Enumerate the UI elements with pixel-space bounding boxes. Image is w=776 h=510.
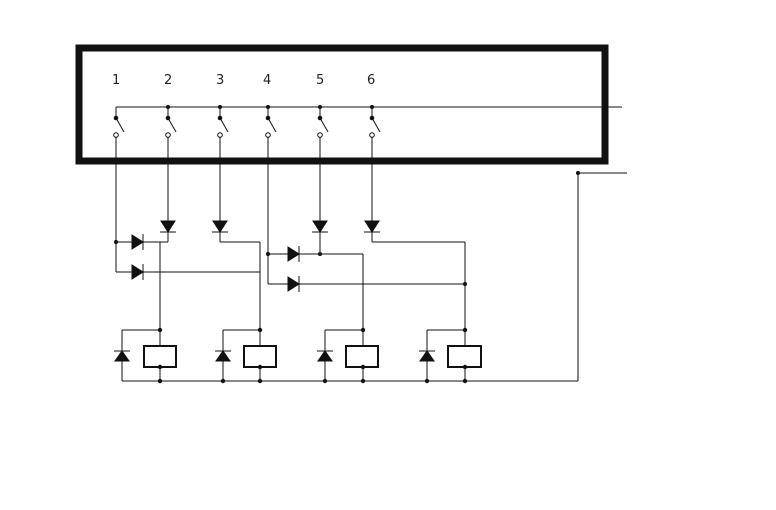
junction xyxy=(114,240,118,244)
diode-d3 xyxy=(212,220,228,233)
diode-sw4-a xyxy=(287,246,300,262)
relay-3 xyxy=(317,327,379,384)
junction xyxy=(370,105,374,109)
junction xyxy=(463,282,467,286)
junction xyxy=(576,171,580,175)
diode-d5 xyxy=(312,220,328,233)
switch-label-2: 2 xyxy=(164,73,173,88)
diode-d2 xyxy=(160,220,176,233)
switch-6 xyxy=(369,115,381,138)
switch-1 xyxy=(113,115,125,138)
diode-sw1-a xyxy=(131,234,144,250)
junction xyxy=(166,105,170,109)
switch-2 xyxy=(165,115,177,138)
switch-label-5: 5 xyxy=(316,73,325,88)
diode-sw1-b xyxy=(131,264,144,280)
switch-label-1: 1 xyxy=(112,73,121,88)
switch-3 xyxy=(217,115,229,138)
switch-4 xyxy=(265,115,277,138)
diode-sw4-b xyxy=(287,276,300,292)
junction xyxy=(266,105,270,109)
switch-label-3: 3 xyxy=(216,73,225,88)
switch-5 xyxy=(317,115,329,138)
switch-enclosure xyxy=(75,44,609,165)
switch-label-6: 6 xyxy=(367,73,376,88)
junction xyxy=(218,105,222,109)
relay-4 xyxy=(419,327,482,384)
diode-d6 xyxy=(364,220,380,233)
junction xyxy=(318,105,322,109)
switch-label-4: 4 xyxy=(263,73,272,88)
junction xyxy=(318,252,322,256)
relay-2 xyxy=(215,327,277,384)
junction xyxy=(266,252,270,256)
relay-1 xyxy=(114,327,177,384)
